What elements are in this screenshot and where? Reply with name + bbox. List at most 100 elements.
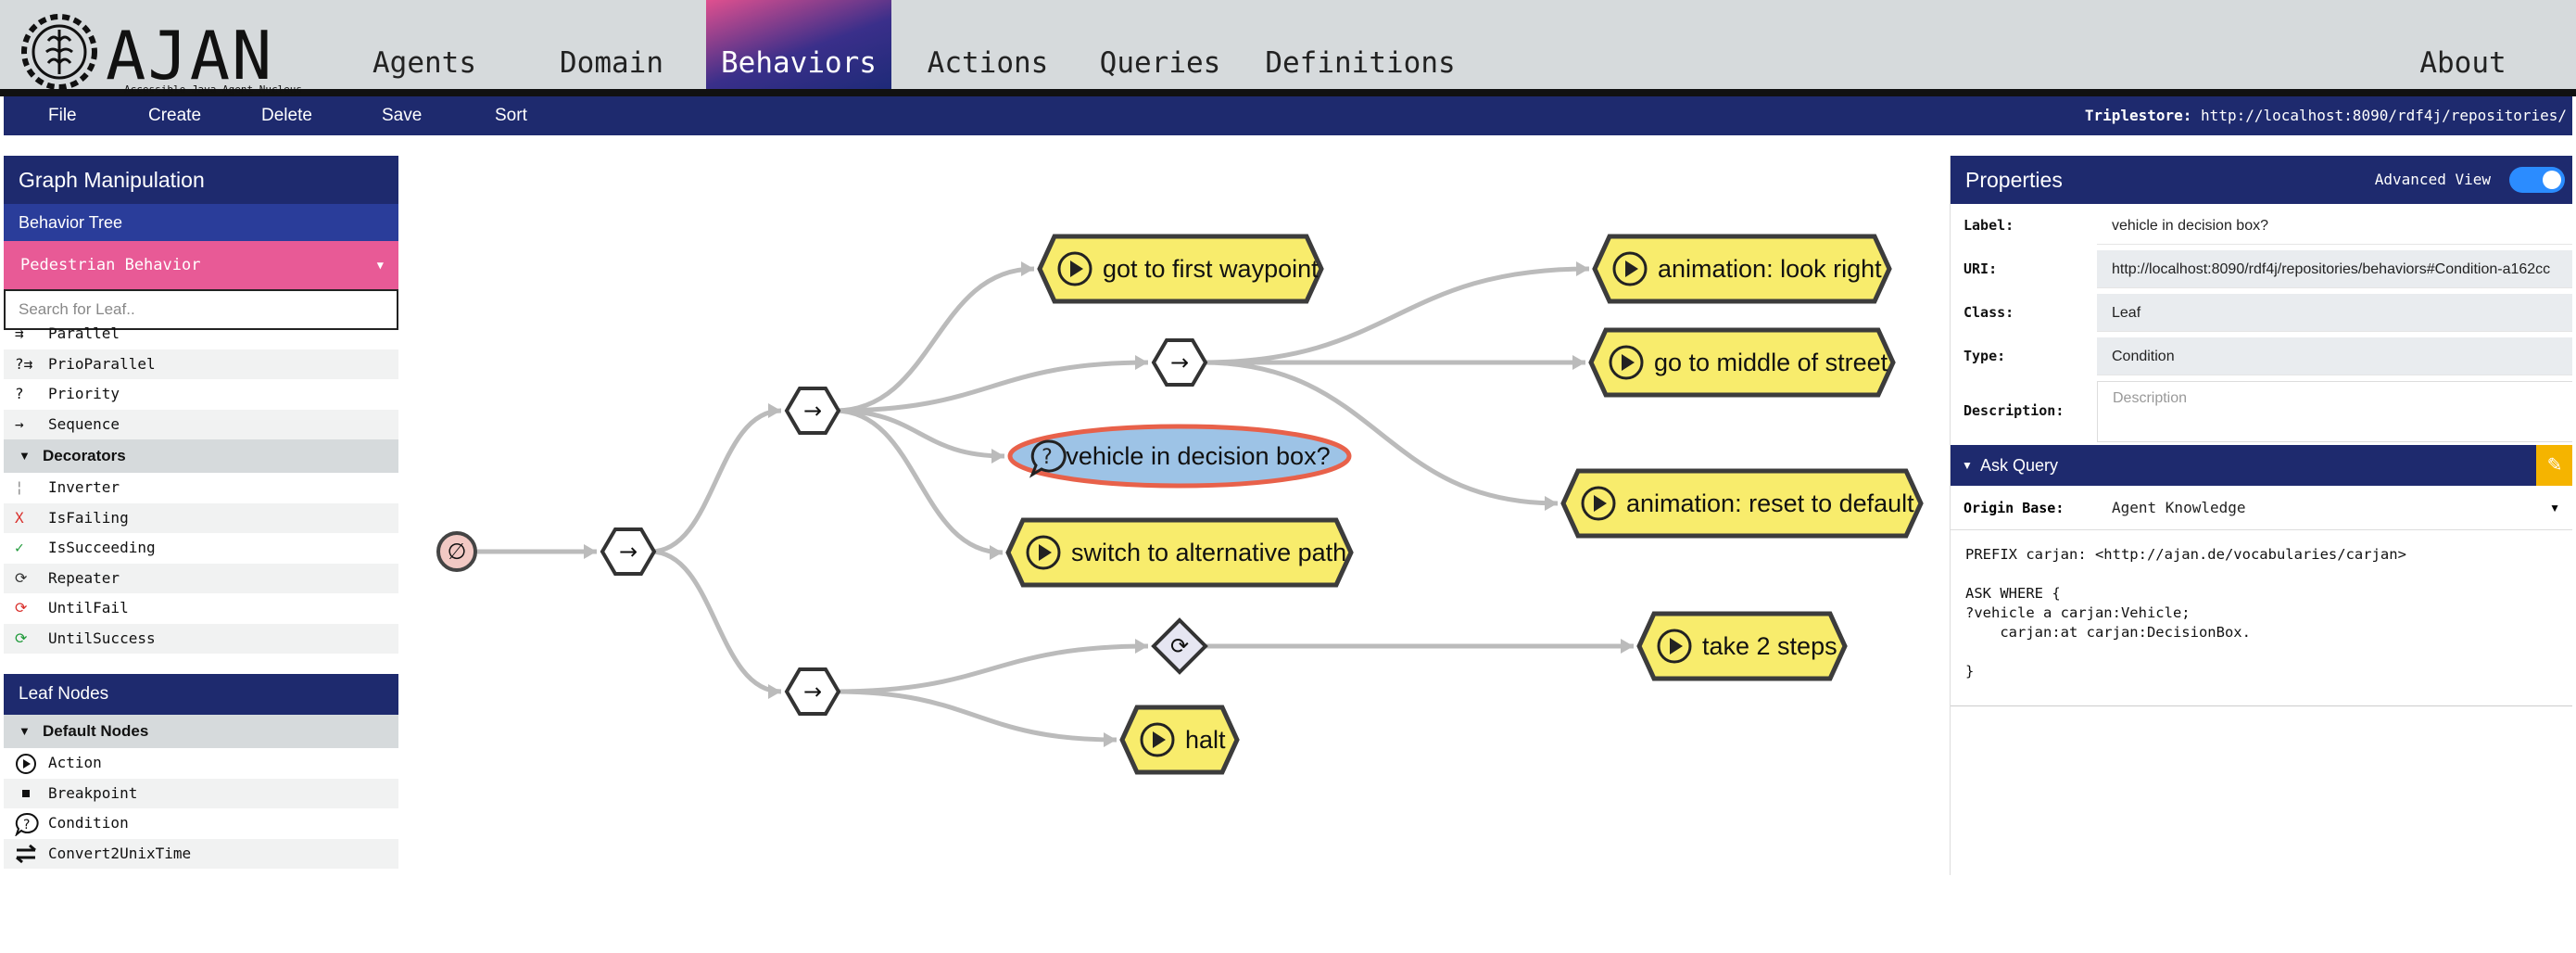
- leaf-list: Action Breakpoint ? Condition Convert2Un…: [4, 748, 398, 869]
- graph-node-seq-main[interactable]: →: [600, 527, 657, 576]
- palette-item-priority[interactable]: ?Priority: [4, 379, 398, 410]
- menu-file[interactable]: File: [48, 106, 77, 125]
- play-circle-icon: [1057, 251, 1092, 286]
- svg-text:?: ?: [23, 818, 30, 832]
- graph-node-act-reset[interactable]: animation: reset to default: [1560, 468, 1924, 539]
- palette-item-repeater[interactable]: ⟳Repeater: [4, 563, 398, 593]
- graph-node-seq-b[interactable]: →: [1151, 338, 1208, 387]
- graph-node-repeater[interactable]: ⟳: [1151, 617, 1208, 675]
- graph-edge: [834, 408, 1004, 555]
- behavior-graph-canvas[interactable]: ∅ → → → → ⟳ got to first waypoint ?vehicle in d…: [402, 139, 1940, 877]
- triplestore-url[interactable]: http://localhost:8090/rdf4j/repositories…: [2201, 107, 2567, 124]
- prop-key: Label:: [1964, 217, 2014, 234]
- graph-edges: [474, 261, 1634, 747]
- graph-edge: [650, 549, 782, 694]
- node-label: animation: reset to default: [1626, 489, 1914, 517]
- prop-class: Class: Leaf: [1951, 291, 2572, 335]
- graph-node-act-look[interactable]: animation: look right: [1592, 234, 1892, 304]
- decorators-category[interactable]: ▼Decorators: [4, 439, 398, 473]
- brain-gear-icon: [21, 14, 97, 90]
- edge-arrowhead: [768, 403, 781, 418]
- palette-item-parallel[interactable]: ⇉Parallel: [4, 319, 398, 349]
- palette-item-prioparallel[interactable]: ?⇉PrioParallel: [4, 349, 398, 379]
- behavior-select-value: Pedestrian Behavior: [20, 256, 201, 274]
- nav-actions[interactable]: Actions: [927, 46, 1049, 80]
- graph-node-act-halt[interactable]: halt: [1119, 705, 1240, 775]
- type-field[interactable]: Condition: [2097, 337, 2572, 375]
- graph-node-root[interactable]: ∅: [436, 531, 477, 572]
- graph-edge: [834, 266, 1035, 413]
- nav-agents[interactable]: Agents: [373, 46, 476, 80]
- graph-node-act-steps[interactable]: take 2 steps: [1636, 611, 1848, 681]
- menu-delete[interactable]: Delete: [261, 106, 312, 125]
- panel-gap: [4, 654, 398, 674]
- default-nodes-label: Default Nodes: [43, 722, 149, 740]
- properties-panel: Properties Advanced View Label: vehicle …: [1950, 156, 2572, 875]
- advanced-view-toggle[interactable]: [2509, 167, 2565, 193]
- graph-node-cond-decision[interactable]: ?vehicle in decision box?: [1007, 424, 1352, 489]
- palette-item-action[interactable]: Action: [4, 748, 398, 779]
- leaf-search-input[interactable]: Search for Leaf..: [4, 289, 398, 330]
- graph-edge: [834, 643, 1149, 694]
- graph-node-seq-a[interactable]: →: [784, 387, 841, 435]
- edge-arrowhead: [1576, 261, 1589, 276]
- palette-item-untilsuccess[interactable]: ⟳UntilSuccess: [4, 623, 398, 654]
- behavior-select[interactable]: Pedestrian Behavior▼: [4, 241, 398, 289]
- toolbar: File Create Delete Save Sort Triplestore…: [4, 96, 2572, 135]
- x-icon: X: [15, 508, 24, 527]
- menu-create[interactable]: Create: [148, 106, 202, 125]
- ajan-logo[interactable]: AJAN Accessible Java Agent Nucleus: [20, 9, 302, 95]
- origin-base-value: Agent Knowledge: [2112, 499, 2246, 516]
- action-node-shape: [1592, 234, 1892, 304]
- sequence-node-shape: [1151, 338, 1208, 387]
- composite-list: ⇉Parallel ?⇉PrioParallel ?Priority →Sequ…: [4, 319, 398, 439]
- inverter-icon: ¦: [15, 478, 24, 496]
- graph-edge: [1201, 360, 1559, 506]
- ask-query-label: Ask Query: [1980, 456, 2059, 475]
- uri-field[interactable]: http://localhost:8090/rdf4j/repositories…: [2097, 250, 2572, 288]
- graph-edge: [834, 408, 1005, 459]
- repeat-icon: ⟳: [1170, 633, 1189, 659]
- prop-key: Type:: [1964, 348, 2006, 364]
- nav-about[interactable]: About: [2419, 46, 2507, 80]
- graph-edge: [1201, 266, 1590, 365]
- graph-node-act-middle[interactable]: go to middle of street: [1588, 327, 1896, 398]
- triangle-down-icon: ▼: [1962, 459, 1973, 472]
- graph-node-act-switch[interactable]: switch to alternative path: [1005, 517, 1354, 588]
- sequence-arrow-icon: →: [803, 398, 822, 424]
- query-editor[interactable]: PREFIX carjan: <http://ajan.de/vocabular…: [1951, 532, 2572, 706]
- menu-save[interactable]: Save: [382, 106, 423, 125]
- play-circle-icon: [1609, 345, 1644, 380]
- palette-item-untilfail[interactable]: ⟳UntilFail: [4, 593, 398, 624]
- palette-item-label: Action: [48, 754, 102, 771]
- label-input[interactable]: vehicle in decision box?: [2097, 207, 2572, 245]
- graph-node-act-waypoint[interactable]: got to first waypoint: [1037, 234, 1324, 304]
- graph-node-seq-c[interactable]: →: [784, 667, 841, 716]
- nav-domain[interactable]: Domain: [560, 46, 663, 80]
- nav-behaviors[interactable]: Behaviors: [706, 0, 891, 89]
- ask-query-section[interactable]: ▼ Ask Query ✎: [1951, 445, 2572, 486]
- description-textarea[interactable]: Description: [2097, 381, 2572, 442]
- palette-item-sequence[interactable]: →Sequence: [4, 409, 398, 439]
- repeater-node-shape: [1151, 617, 1208, 675]
- origin-base-select[interactable]: Origin Base: Agent Knowledge ▼: [1951, 486, 2572, 530]
- palette-item-convert2unixtime[interactable]: Convert2UnixTime: [4, 838, 398, 869]
- square-icon: [15, 779, 41, 809]
- parallel-icon: ⇉: [15, 324, 24, 342]
- default-nodes-category[interactable]: ▼Default Nodes: [4, 715, 398, 748]
- palette-item-inverter[interactable]: ¦Inverter: [4, 473, 398, 503]
- nav-definitions[interactable]: Definitions: [1265, 46, 1456, 80]
- nav-queries[interactable]: Queries: [1099, 46, 1221, 80]
- palette-item-condition[interactable]: ? Condition: [4, 808, 398, 839]
- node-label: vehicle in decision box?: [1066, 442, 1330, 470]
- palette-item-breakpoint[interactable]: Breakpoint: [4, 778, 398, 809]
- prop-key: Class:: [1964, 304, 2014, 321]
- palette-item-issucceeding[interactable]: ✓IsSucceeding: [4, 533, 398, 564]
- triangle-down-icon: ▼: [19, 449, 31, 463]
- edit-icon[interactable]: ✎: [2536, 445, 2572, 486]
- sequence-arrow-icon: →: [1170, 349, 1189, 375]
- play-circle-icon: [1612, 251, 1648, 286]
- menu-sort[interactable]: Sort: [495, 106, 527, 125]
- class-field[interactable]: Leaf: [2097, 294, 2572, 332]
